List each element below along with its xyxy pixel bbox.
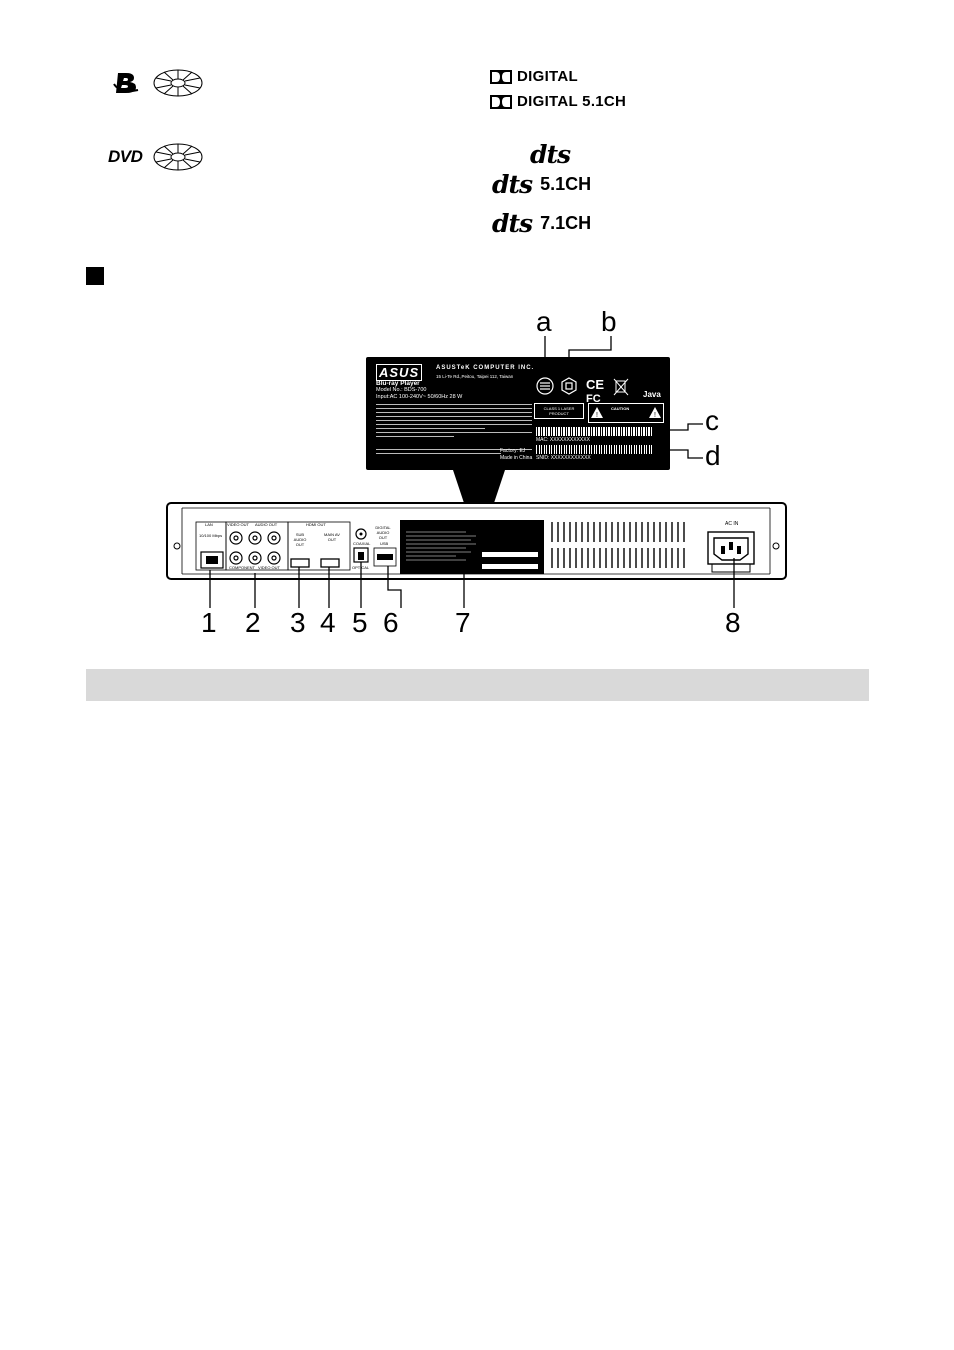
certification-icons: CE FC [536,377,629,403]
blu-ray-disc-logo-icon [113,73,139,93]
warning-icon: ! [591,407,603,418]
panel-sub: SUB AUDIO OUT [293,532,307,547]
section-header-bar [86,669,869,701]
label-fine-print [376,402,532,446]
disc-sectors-icon [153,69,203,97]
callout-a: a [536,306,552,337]
disc-sectors-icon [153,143,203,171]
label-product: Blu-ray Player [376,380,420,387]
barcode-mac [536,427,652,436]
callout-d: d [705,440,721,471]
label-laser-box: CLASS 1 LASER PRODUCT [534,403,584,419]
callout-5: 5 [352,607,368,638]
label-factory: Factory: EJ [500,448,526,454]
panel-lan: LAN [205,522,213,527]
callout-7: 7 [455,607,471,638]
panel-main: MAIN AV OUT [324,532,340,542]
section-bullet [86,267,104,285]
label-brand: ASUS [376,364,423,381]
dts-logo: dts [530,140,571,169]
label-snid: SNID: XXXXXXXXXXXX [536,455,591,461]
dolby-double-d-icon [490,69,512,84]
bd-disc-icon [152,68,204,103]
dts-71-text: 7.1CH [540,213,592,233]
label-caution-box: ! CAUTION ! [588,403,664,423]
label-address: 15 Li-Te Rd.,Peitou, Taipei 112, Taiwan [436,374,514,379]
dolby-double-d-icon [490,94,512,109]
label-laser: CLASS 1 LASER PRODUCT [543,406,575,416]
callout-4: 4 [320,607,336,638]
label-made-in: Made in China [500,455,533,461]
number-leader-lines [209,558,735,608]
dts-51-text: 5.1CH [540,174,592,194]
svg-text:FC: FC [586,393,601,403]
label-fine-print-2 [376,447,532,457]
dolby-digital-text: DIGITAL [517,68,578,85]
label-caution: CAUTION [611,406,630,411]
barcode-snid [536,445,652,454]
dts-word: dts [530,140,571,169]
label-input: Input:AC 100-240V~ 50/60Hz 28 W [376,394,463,400]
dts-word: dts [492,209,533,238]
callout-b: b [601,306,617,337]
rating-label: ASUS ASUSTeK COMPUTER INC. 15 Li-Te Rd.,… [366,357,670,470]
callout-1: 1 [201,607,217,638]
callout-c: c [705,405,719,436]
svg-text:!: ! [654,412,656,418]
dolby-digital-logo: DIGITAL [490,68,578,85]
svg-text:CE: CE [586,377,604,392]
dolby-digital-51-text: DIGITAL 5.1CH [517,93,627,110]
callout-2: 2 [245,607,261,638]
dvd-logo: DVD [108,147,143,166]
panel-video-out2: VIDEO OUT [258,565,281,570]
callout-3: 3 [290,607,306,638]
panel-lan-speed: 10/100 Mbps [199,533,223,538]
svg-text:!: ! [596,412,598,418]
panel-digital-audio-out: DIGITAL AUDIO OUT [375,525,391,540]
callout-6: 6 [383,607,399,638]
panel-coaxial: COAXIAL [353,541,371,546]
dolby-digital-51-logo: DIGITAL 5.1CH [490,93,626,110]
panel-video-out: VIDEO OUT [227,522,250,527]
label-java: Java [643,390,661,399]
dts-51-logo: dts 5.1CH [492,170,591,199]
panel-ac-in: AC IN [725,521,739,527]
dts-71-logo: dts 7.1CH [492,209,591,238]
panel-hdmi: HDMI OUT [306,522,326,527]
label-model: Model No.: BDS-700 [376,387,427,393]
dvd-disc-icon [152,142,204,177]
panel-audio-out: AUDIO OUT [255,522,278,527]
dts-word: dts [492,170,533,199]
player-rear-panel [166,502,787,580]
bd-logo [112,70,146,101]
callout-8: 8 [725,607,741,638]
panel-component: COMPONENT [229,565,255,570]
label-mac: MAC: XXXXXXXXXXXX [536,437,590,443]
panel-usb: USB [380,541,389,546]
warning-icon: ! [649,407,661,418]
label-company: ASUSTeK COMPUTER INC. [436,365,535,371]
